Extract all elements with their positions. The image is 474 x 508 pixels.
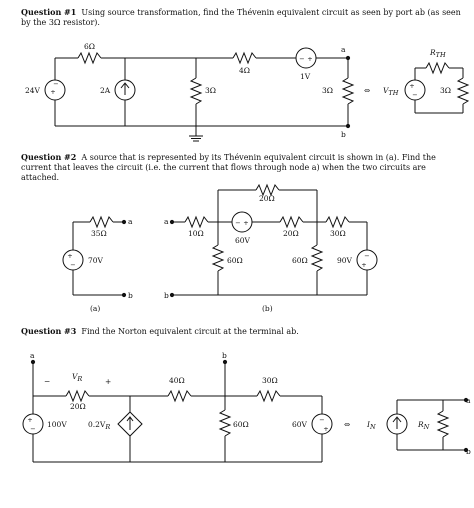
q2-body: A source that is represented by its Thév… (21, 153, 436, 182)
q3-vr: V (72, 372, 79, 381)
q3-v60: 60V (292, 420, 308, 429)
q2-v-a: 70V (88, 256, 104, 265)
svg-text:+: + (409, 82, 414, 90)
q1-r-load: 3Ω (322, 86, 333, 95)
q2-r2: 20Ω (283, 229, 299, 238)
q3-in-sub: N (369, 423, 376, 431)
q2-r3: 30Ω (330, 229, 346, 238)
q2-r1: 10Ω (188, 229, 204, 238)
q3-vsource-100v (22, 413, 44, 435)
q2-node-a-left: a (128, 217, 133, 226)
q1-vsource-1v (295, 47, 317, 69)
q2-r-top: 20Ω (259, 194, 275, 203)
svg-text:+: + (307, 55, 312, 63)
svg-text:+: + (50, 88, 55, 96)
q3-dep: 0.2V (88, 420, 106, 429)
svg-text:−: − (235, 219, 240, 227)
q2-cap-a: (a) (90, 304, 100, 313)
svg-text:VTH: VTH (383, 86, 399, 97)
q3-out-b: b (466, 447, 471, 456)
q1-rth: R (429, 48, 436, 57)
q1-label: Question #1 (21, 7, 77, 17)
q3-in: I (366, 420, 371, 429)
q2-cap-b: (b) (262, 304, 273, 313)
q2-r-a: 35Ω (91, 229, 107, 238)
q1-r-series: 4Ω (239, 66, 250, 75)
q3-text: Question #3 Find the Norton equivalent c… (21, 326, 461, 337)
q1-v-left: 24V (25, 86, 41, 95)
q3-r30: 30Ω (262, 376, 278, 385)
q3-v100: 100V (47, 420, 67, 429)
svg-text:−: − (299, 55, 304, 63)
svg-text:+: + (67, 252, 72, 260)
q1-rth-sub: TH (436, 51, 446, 59)
svg-text:+: + (243, 219, 248, 227)
svg-text:−: − (364, 252, 369, 260)
q2-vsource-90v (356, 249, 378, 271)
q1-v-small: 1V (300, 72, 311, 81)
q1-body: Using source transformation, find the Th… (21, 8, 461, 27)
q2-r-sh2: 60Ω (292, 256, 308, 265)
q3-node-b: b (222, 351, 227, 360)
svg-text:+: + (323, 425, 328, 433)
q2-node-a-right: a (164, 217, 169, 226)
q2-label: Question #2 (21, 152, 77, 162)
q2-vsource-60v (231, 211, 253, 233)
svg-text:−: − (319, 416, 324, 424)
svg-text:RTH: RTH (429, 48, 446, 59)
svg-text:−: − (53, 80, 58, 88)
q1-vth-source (404, 79, 426, 101)
q2-node-b-right: b (164, 291, 169, 300)
q3-r60: 60Ω (233, 420, 249, 429)
svg-text:0.2VR: 0.2VR (88, 420, 110, 431)
q3-node-a: a (30, 351, 35, 360)
q1-equiv: ⇔ (364, 86, 370, 95)
q3-out-a: a (466, 396, 471, 405)
q2-v-right: 90V (337, 256, 353, 265)
svg-text:−: − (30, 425, 35, 433)
q1-r-top: 6Ω (84, 42, 95, 51)
q1-vth: V (383, 86, 390, 95)
q1-r-mid: 3Ω (205, 86, 216, 95)
q1-vth-sub: TH (388, 89, 398, 97)
q2-vsource-70v (62, 249, 84, 271)
q3-r-vr: 20Ω (70, 402, 86, 411)
q3-r40: 40Ω (169, 376, 185, 385)
svg-text:+: + (27, 416, 32, 424)
q1-node-a: a (341, 45, 346, 54)
svg-text:VR: VR (72, 372, 82, 383)
q3-body: Find the Norton equivalent circuit at th… (81, 327, 299, 336)
q3-vr-sub: R (76, 375, 82, 383)
q2-node-b-left: b (128, 291, 133, 300)
q1-i-src: 2A (100, 86, 111, 95)
svg-text:−: − (70, 261, 75, 269)
svg-text:RN: RN (417, 420, 430, 431)
svg-text:−: − (412, 91, 417, 99)
q2-text: Question #2 A source that is represented… (21, 152, 461, 183)
q3-vr-plus: + (105, 377, 111, 386)
svg-text:IN: IN (366, 420, 376, 431)
q3-vr-minus: − (44, 377, 50, 386)
q2-v-ser: 60V (235, 236, 251, 245)
q2-r-sh1: 60Ω (227, 256, 243, 265)
q3-dep-sub: R (104, 423, 110, 431)
q3-rn: R (417, 420, 424, 429)
svg-text:+: + (361, 261, 366, 269)
q1-r-eq-load: 3Ω (440, 86, 451, 95)
q1-text: Question #1 Using source transformation,… (21, 7, 461, 28)
q3-equiv: ⇔ (344, 420, 350, 429)
q1-node-b: b (341, 130, 346, 139)
q3-rn-sub: N (423, 423, 430, 431)
q3-vsource-60v (311, 413, 333, 435)
q1-vsource-24v (44, 79, 66, 101)
q3-label: Question #3 (21, 326, 77, 336)
